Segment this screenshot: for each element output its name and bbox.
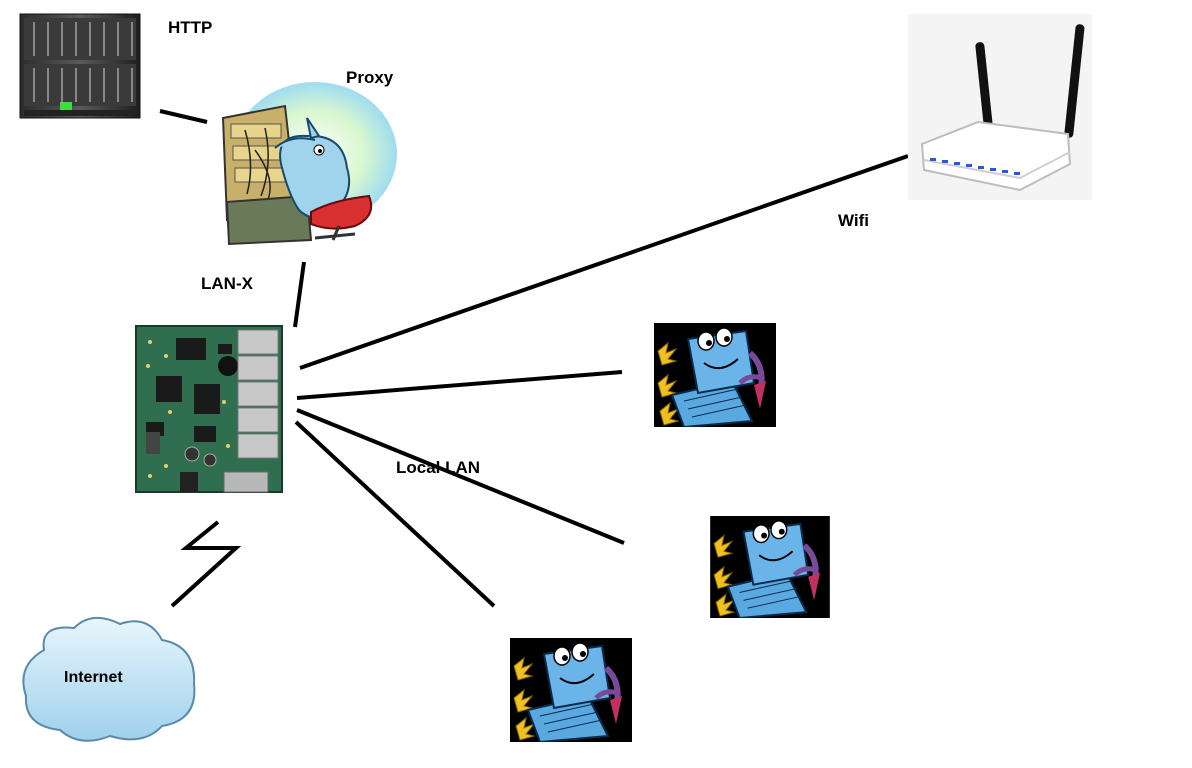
router-board-icon — [135, 325, 283, 493]
link-board-wifi — [299, 154, 909, 370]
link-proxy-board — [293, 261, 306, 328]
link-board-client-2 — [296, 408, 625, 545]
connection-lines — [159, 109, 909, 608]
proxy-label: Proxy — [346, 68, 394, 87]
internet-cloud-icon — [22, 617, 196, 742]
http-server-icon — [19, 13, 141, 119]
link-board-client-1 — [296, 370, 623, 400]
local-lan-label: Local LAN — [396, 458, 481, 477]
proxy-dolphin-icon — [221, 82, 397, 246]
client-laptop-icon — [654, 323, 776, 427]
lan-x-label: LAN-X — [201, 274, 253, 293]
client-laptop-icon — [710, 516, 830, 618]
wifi-label: Wifi — [838, 211, 870, 230]
link-http-proxy — [159, 109, 208, 124]
link-board-client-3 — [294, 420, 496, 608]
client-laptop-icon — [510, 638, 632, 742]
internet-label: Internet — [64, 669, 123, 686]
uplink-lightning-icon — [170, 520, 242, 608]
http-label: HTTP — [168, 18, 213, 37]
wifi-router-icon — [908, 14, 1092, 200]
